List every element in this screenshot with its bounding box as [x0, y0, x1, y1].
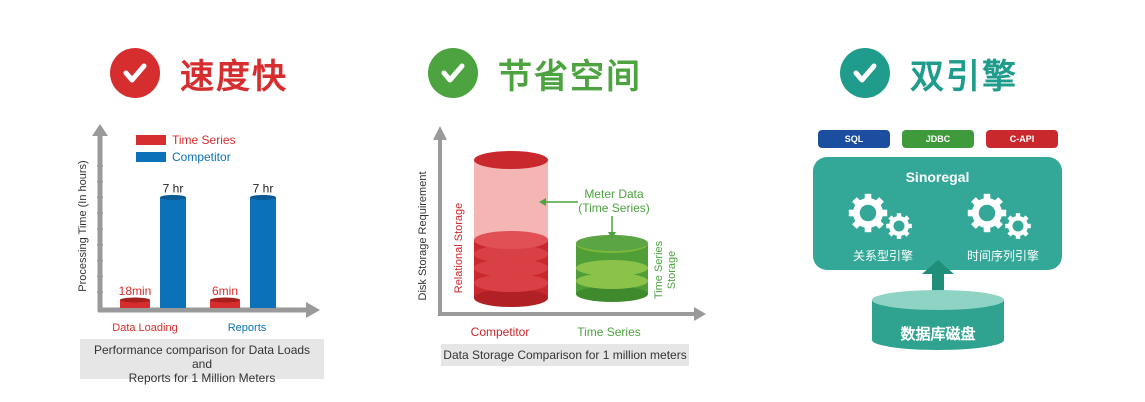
bar-time-series-data-loading	[120, 300, 150, 308]
meter-data-label-2: (Time Series)	[578, 201, 650, 215]
storage-caption: Data Storage Comparison for 1 million me…	[441, 344, 689, 366]
gear-small-left	[886, 213, 912, 239]
database-disk-label: 数据库磁盘	[900, 325, 976, 343]
bar-cap	[210, 297, 240, 303]
bar-competitor-reports	[250, 197, 276, 308]
meter-arrow-left-head	[539, 198, 546, 206]
gear-small-right	[1005, 213, 1031, 239]
caption-line-2: Reports for 1 Million Meters	[128, 371, 276, 385]
performance-caption: Performance comparison for Data Loads an…	[80, 339, 324, 385]
storage-heading: 节省空间	[428, 48, 642, 98]
time-series-engine-label: 时间序列引擎	[966, 249, 1039, 263]
bar-value-label: 6min	[212, 284, 238, 298]
storage-diagram: Disk Storage Requirement Relational Stor…	[417, 126, 706, 339]
bar-value-label: 7 hr	[163, 181, 184, 195]
check-icon	[840, 48, 890, 98]
legend-swatch-competitor	[136, 152, 166, 162]
api-badge-jdbc: JDBC	[902, 130, 974, 148]
caption-line-1: Performance comparison for Data Loads an…	[93, 343, 311, 371]
check-icon	[428, 48, 478, 98]
x-category-label: Reports	[228, 322, 267, 334]
engine-title: Sinoregal	[905, 169, 970, 185]
check-icon	[110, 48, 160, 98]
engine-heading: 双引擎	[840, 48, 1018, 98]
x-axis-arrow	[694, 307, 706, 321]
bar-cap	[160, 194, 186, 200]
gear-large-right	[967, 193, 1007, 233]
storage-heading-text: 节省空间	[498, 56, 642, 97]
legend-label-competitor: Competitor	[172, 150, 231, 164]
y-axis-arrow	[92, 124, 108, 136]
bar-cap	[120, 297, 150, 303]
bar-cap	[250, 194, 276, 200]
bar-value-label: 18min	[119, 284, 152, 298]
competitor-cylinder	[474, 151, 548, 307]
speed-heading: 速度快	[110, 48, 288, 98]
engine-heading-text: 双引擎	[910, 56, 1018, 97]
y-axis-arrow	[433, 126, 447, 140]
x-label-time-series: Time Series	[577, 325, 641, 339]
x-category-label: Data Loading	[112, 322, 177, 334]
y-axis-label: Processing Time (In hours)	[77, 160, 89, 291]
gears-icon	[848, 193, 1031, 239]
legend-swatch-time-series	[136, 135, 166, 145]
x-axis-arrow	[306, 302, 320, 318]
engine-box: Sinoregal 关系型引擎 时间序列引擎	[813, 157, 1062, 270]
database-disk-icon	[872, 290, 1004, 350]
x-label-competitor: Competitor	[471, 325, 530, 339]
meter-data-label-1: Meter Data	[584, 187, 644, 201]
legend-label-time-series: Time Series	[172, 133, 236, 147]
ts-storage-label-1: Time Series	[653, 240, 665, 299]
api-badge-sql: SQL	[818, 130, 890, 148]
panel-speed: 速度快 Time Series Competitor Processing Ti…	[0, 0, 380, 402]
relational-storage-label: Relational Storage	[453, 203, 465, 294]
relational-engine-label: 关系型引擎	[852, 249, 913, 263]
y-axis-label: Disk Storage Requirement	[417, 171, 429, 300]
bar-competitor-data-loading	[160, 197, 186, 308]
bar-value-label: 7 hr	[253, 181, 274, 195]
gear-large-left	[848, 193, 888, 233]
performance-chart: Time Series Competitor Processing Time (…	[77, 124, 320, 334]
panel-storage: 节省空间 Disk Storage Requirement Relational…	[400, 0, 720, 402]
meter-arrow-down-head	[608, 232, 616, 239]
api-badge-c-api: C-API	[986, 130, 1058, 148]
time-series-cylinder	[576, 235, 648, 302]
speed-heading-text: 速度快	[180, 56, 288, 97]
ts-storage-label-2: Storage	[666, 251, 678, 290]
panel-dual-engine: 双引擎 SQL JDBC C-API Sinoregal 关系型引擎 时间序列引…	[800, 0, 1145, 402]
bar-time-series-reports	[210, 300, 240, 308]
